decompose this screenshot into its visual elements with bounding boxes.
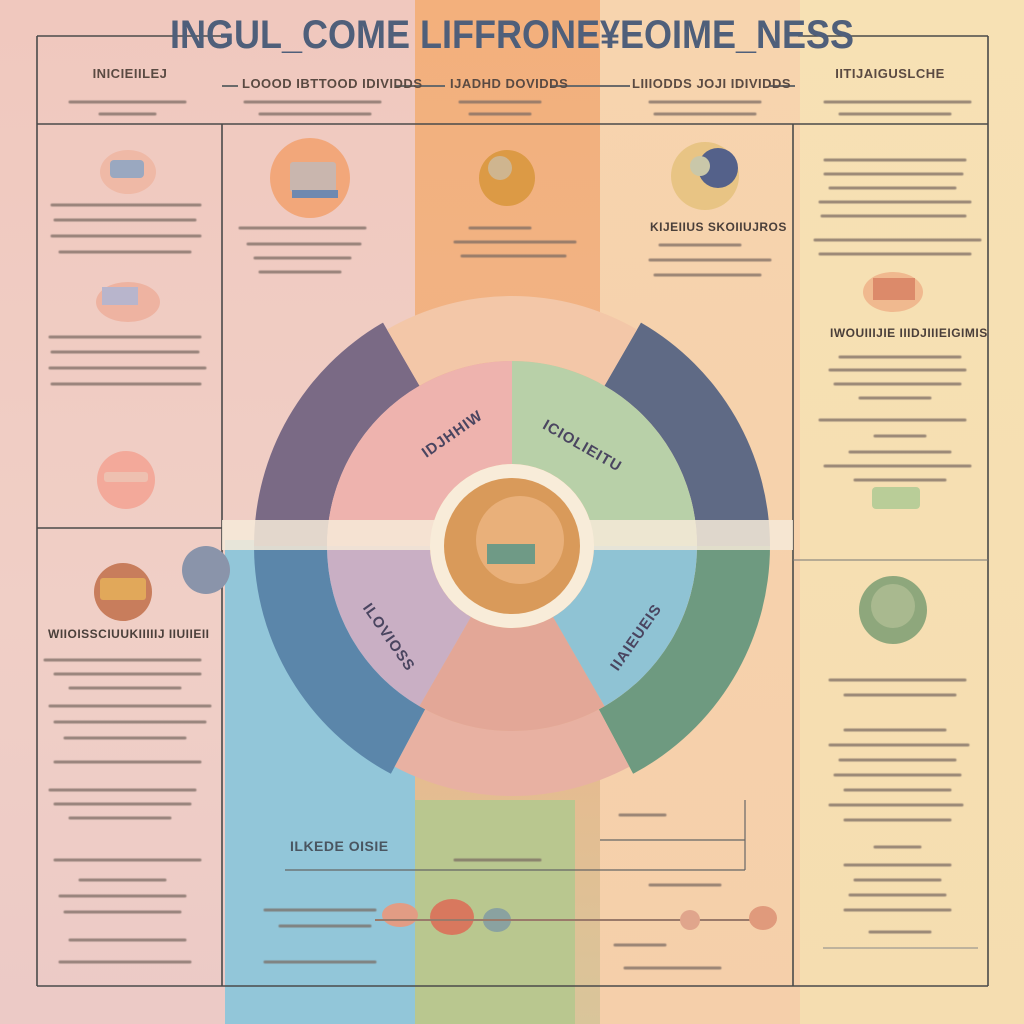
gauge-icon — [97, 451, 155, 509]
wheel-inner-quadrant-br — [553, 546, 697, 707]
wheel-outer-segment-top — [387, 296, 637, 386]
coin-stack-icon — [100, 150, 156, 194]
dot-marker — [182, 546, 230, 594]
header-right: IITIJAIGUSLCHE — [835, 66, 945, 81]
wheel-inner-quadrant-tl — [327, 361, 512, 546]
wheel-inner-quadrant-bottom — [419, 617, 605, 732]
wheel-inner-quadrant-bl — [327, 546, 471, 707]
wheel-center-hub — [430, 464, 594, 628]
house-icon — [96, 282, 160, 322]
wheel-outer-segment-upper-left — [254, 322, 420, 546]
header-left: INICIEIILEJ — [92, 66, 168, 81]
body-text-placeholders — [43, 100, 982, 970]
wheel-outer-segment-lower-left — [254, 546, 426, 774]
wallet-icon — [94, 563, 152, 621]
header-col2: IJADHD DOVIDDS — [450, 76, 569, 91]
caption-box-bottom: ILKEDE OISIE — [290, 838, 389, 854]
background-band-cream — [800, 0, 1024, 1024]
wheel-outer-segment-bottom — [394, 709, 630, 796]
header-col3: LIIIODDS JOJI IDIVIDDS — [632, 76, 792, 91]
toggle-icons — [375, 899, 777, 935]
laptop-icon — [270, 138, 350, 218]
wheel-inner-quadrant-tr — [512, 361, 697, 546]
caption-card3: KIJEIIUS SKOIIUJROS — [650, 220, 787, 234]
wheel-outer-segment-upper-right — [604, 322, 770, 546]
chart-card-icon — [872, 487, 920, 509]
piggy-bank-icon — [479, 150, 535, 206]
money-bag-icon — [859, 576, 927, 644]
caption-left-lower: WIIOISSCIUUKIIIIIJ IIUIIEII — [48, 627, 210, 641]
header-col1: LOOOD IBTTOOD IDIVIDDS — [242, 76, 423, 91]
globe-icon — [671, 142, 739, 210]
wheel-outer-segment-lower-right — [598, 546, 770, 774]
caption-right-mid: IWOUIIIJIE IIIDJIIIEIGIMIS — [830, 326, 988, 340]
page-title: INGUL_COME LIFFRONE¥EOIME_NESS — [169, 11, 855, 57]
building-icon — [863, 272, 923, 312]
